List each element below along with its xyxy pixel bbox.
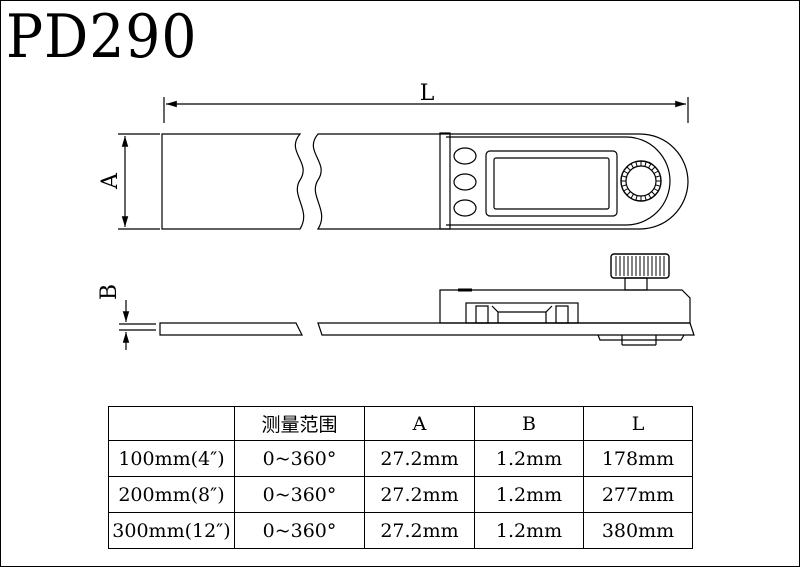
- knurl-tick: [626, 166, 631, 171]
- knurl-tick: [623, 170, 629, 174]
- header-cell-range: 测量范围: [234, 406, 365, 441]
- model-cell: 100mm(4″): [108, 440, 235, 477]
- range-cell: 0~360°: [234, 476, 365, 513]
- knurl-tick: [630, 163, 634, 169]
- side-slot-tab-left: [475, 305, 489, 324]
- knurl-tick: [648, 193, 652, 199]
- side-blade-right: [317, 322, 695, 336]
- head-rim: [439, 132, 451, 230]
- side-knob-knurl: [615, 256, 665, 276]
- knurl-tick: [648, 163, 652, 169]
- lcd-bezel: [485, 150, 618, 217]
- model-cell: 200mm(8″): [108, 476, 235, 513]
- label-a: A: [98, 172, 123, 190]
- button-middle: [453, 173, 477, 191]
- header-cell-a: A: [364, 406, 475, 441]
- l-cell: 277mm: [583, 476, 693, 513]
- table-row: 100mm(4″) 0~360° 27.2mm 1.2mm 178mm: [108, 440, 693, 477]
- label-l: L: [420, 81, 435, 106]
- knurl-tick: [644, 161, 647, 167]
- button-top: [453, 147, 477, 165]
- side-view: [119, 253, 695, 350]
- header-cell-b: B: [474, 406, 584, 441]
- knurl-tick: [644, 195, 647, 201]
- label-b: B: [97, 284, 122, 300]
- side-slot-tab-right: [555, 305, 569, 324]
- top-arm-right: [312, 133, 689, 230]
- knurl-tick: [635, 195, 638, 201]
- top-arm-left: [161, 133, 305, 230]
- side-blade-left: [159, 322, 303, 336]
- knurl-tick: [635, 161, 638, 167]
- lcd-screen: [493, 157, 610, 210]
- spec-table: 测量范围 A B L 100mm(4″) 0~360° 27.2mm 1.2mm…: [108, 406, 693, 549]
- side-knob: [610, 253, 670, 279]
- range-cell: 0~360°: [234, 512, 365, 549]
- b-cell: 1.2mm: [474, 440, 584, 477]
- knob-inner: [625, 165, 657, 197]
- knurl-tick: [655, 175, 661, 178]
- b-cell: 1.2mm: [474, 476, 584, 513]
- knurl-tick: [621, 175, 627, 178]
- knurl-tick: [651, 166, 656, 171]
- side-slot: [465, 302, 579, 324]
- a-cell: 27.2mm: [364, 440, 475, 477]
- knurl-tick: [626, 191, 631, 196]
- knob-knurl: [621, 161, 661, 201]
- knurl-tick: [621, 184, 627, 187]
- knurl-tick: [623, 188, 629, 192]
- table-row: 200mm(8″) 0~360° 27.2mm 1.2mm 277mm: [108, 476, 693, 513]
- knurl-tick: [653, 188, 659, 192]
- a-cell: 27.2mm: [364, 476, 475, 513]
- table-header-row: 测量范围 A B L: [108, 406, 693, 441]
- button-bottom: [453, 199, 477, 217]
- header-cell-l: L: [583, 406, 693, 441]
- b-cell: 1.2mm: [474, 512, 584, 549]
- model-title: PD290: [6, 2, 198, 72]
- header-cell: [108, 406, 235, 441]
- knurl-tick: [653, 170, 659, 174]
- top-view: [118, 97, 689, 230]
- table-row: 300mm(12″) 0~360° 27.2mm 1.2mm 380mm: [108, 512, 693, 549]
- model-cell: 300mm(12″): [108, 512, 235, 549]
- l-cell: 178mm: [583, 440, 693, 477]
- knurl-tick: [651, 191, 656, 196]
- l-cell: 380mm: [583, 512, 693, 549]
- knurl-tick: [630, 193, 634, 199]
- side-knob-stem: [624, 277, 648, 291]
- range-cell: 0~360°: [234, 440, 365, 477]
- knurl-tick: [655, 184, 661, 187]
- a-cell: 27.2mm: [364, 512, 475, 549]
- side-pivot-foot: [597, 334, 685, 341]
- side-slot-inner: [491, 305, 553, 313]
